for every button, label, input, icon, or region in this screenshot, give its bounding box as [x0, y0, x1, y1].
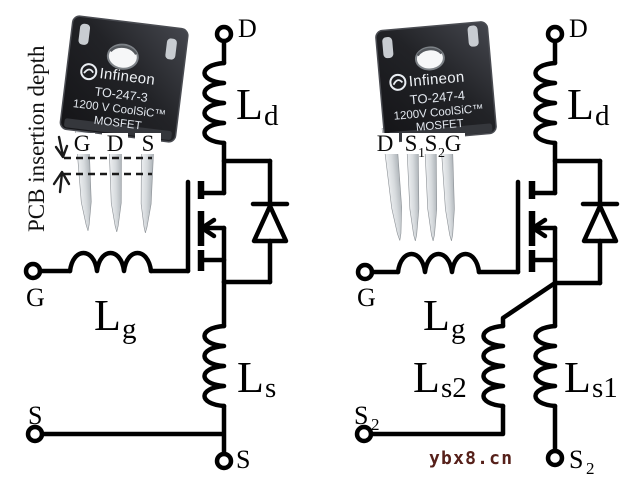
mount-hole-shadow [109, 45, 138, 55]
infineon-logo-icon [389, 73, 407, 91]
mount-hole [106, 43, 139, 70]
infineon-logo-swoosh-icon [392, 79, 404, 86]
label-s2-bottom: S [569, 445, 583, 474]
body-arrow-icon [529, 217, 558, 239]
pin-label-s: S [142, 131, 155, 156]
body-diode [250, 158, 290, 285]
infineon-logo-swoosh-icon [83, 68, 94, 74]
up-arrow-icon [52, 170, 71, 194]
left-circuit [23, 24, 290, 471]
diode-triangle [581, 203, 619, 244]
inductor-ls [202, 323, 227, 409]
wire [368, 403, 506, 437]
left-circuit-labels: D L d G L g L s S S [26, 14, 279, 474]
mount-slot-right [467, 25, 479, 47]
package-device-type: MOSFET [93, 115, 142, 133]
inductor-ld [533, 60, 558, 146]
label-ls1: L [564, 353, 591, 402]
package-model: TO-247-3 [94, 85, 149, 105]
label-ls-sub: s [265, 372, 276, 404]
label-lg: L [423, 291, 450, 340]
inductor-ls2 [481, 323, 506, 409]
package-model: TO-247-4 [409, 88, 466, 108]
diode-wires [580, 158, 620, 286]
mount-slot-left [382, 37, 394, 59]
package-brand: Infineon [99, 65, 156, 89]
label-s-bottom: S [236, 445, 250, 474]
terminal-source2-left [354, 424, 374, 444]
right-circuit [354, 24, 620, 468]
pin-label-s1-sub: 1 [418, 146, 425, 161]
terminal-source-left [25, 424, 45, 444]
to247-3-package: Infineon TO-247-3 1200 V CoolSiC™ MOSFET [59, 15, 189, 143]
kelvin-branch-wire [500, 280, 558, 329]
terminal-drain [545, 24, 565, 44]
label-ls: L [237, 353, 264, 402]
label-s2-left: S [354, 401, 368, 430]
mosfet-symbol [185, 179, 227, 285]
inductor-lg [395, 251, 482, 275]
to247-4-pin-labels: D S 1 S 2 G [373, 131, 465, 161]
pin-label-g: G [74, 131, 91, 156]
package-device-type: MOSFET [415, 118, 464, 134]
terminal-drain [214, 24, 234, 44]
right-panel: Infineon TO-247-4 1200V CoolSiC™ MOSFET … [354, 14, 620, 478]
label-ls1-sub: s1 [592, 372, 618, 404]
label-s2-left-sub: 2 [371, 415, 380, 434]
pin-label-g: G [445, 131, 462, 156]
mount-hole [414, 46, 445, 71]
mount-slot-right [165, 38, 177, 60]
pin-label-s2-sub: 2 [438, 146, 445, 161]
left-panel: PCB insertion depth Infineon TO-247-3 12… [23, 14, 290, 474]
mount-slot-left [78, 23, 91, 45]
mosfet-symbol [515, 179, 558, 286]
body-diode [580, 158, 620, 286]
label-ls2: L [413, 353, 440, 402]
body-arrow-icon [198, 217, 227, 239]
terminal-source-bottom [214, 451, 234, 471]
package-brand: Infineon [408, 69, 465, 91]
pin-label-s2: S [425, 131, 438, 156]
label-s-left: S [28, 401, 42, 430]
label-ld: L [236, 80, 263, 129]
diode-wires [250, 158, 290, 285]
down-arrow-icon [54, 135, 69, 159]
inductor-ls1 [533, 323, 558, 409]
pin-label-s1: S [405, 131, 418, 156]
label-lg: L [94, 291, 121, 340]
label-ls2-sub: s2 [441, 372, 467, 404]
to247-4-package: Infineon TO-247-4 1200V CoolSiC™ MOSFET [375, 21, 497, 143]
label-g: G [357, 283, 376, 312]
inductor-ld [202, 60, 227, 146]
label-ld-sub: d [595, 100, 610, 132]
pcb-insertion-depth-label: PCB insertion depth [24, 45, 49, 232]
inductor-lg [67, 250, 154, 274]
infineon-logo-icon [80, 63, 98, 81]
label-ld: L [567, 80, 594, 129]
label-ld-sub: d [264, 100, 279, 132]
label-lg-sub: g [122, 313, 137, 345]
label-g: G [26, 283, 45, 312]
wire [39, 403, 227, 457]
terminal-source2-bottom [545, 448, 565, 468]
to247-3-pin-labels: G D S [69, 131, 161, 156]
label-s2-bottom-sub: 2 [586, 459, 595, 478]
diode-triangle [251, 203, 289, 244]
label-d: D [238, 14, 257, 43]
label-d: D [569, 14, 588, 43]
pin-label-d: D [377, 131, 394, 156]
label-lg-sub: g [451, 313, 466, 345]
pin-label-d: D [107, 131, 124, 156]
mount-hole-shadow [416, 47, 443, 57]
right-circuit-labels: D L d G L g L s2 L s1 S 2 S 2 [354, 14, 618, 478]
watermark: ybx8.cn [429, 448, 513, 469]
insertion-depth-marks [52, 135, 152, 194]
